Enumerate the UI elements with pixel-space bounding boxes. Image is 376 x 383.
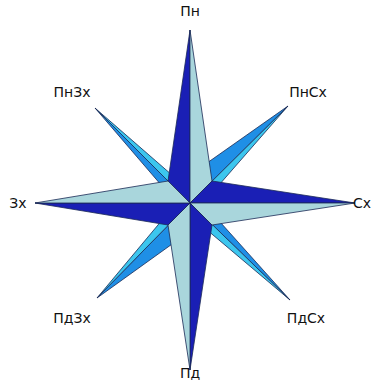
direction-label: ПдЗх [53, 310, 90, 326]
direction-label: ПнСх [289, 84, 327, 100]
direction-label: Пд [180, 365, 200, 381]
direction-label: ПдСх [287, 310, 325, 326]
direction-label: Пн [180, 3, 200, 19]
direction-label: Сх [353, 195, 371, 211]
direction-label: ПнЗх [54, 84, 91, 100]
direction-label: Зх [9, 195, 26, 211]
